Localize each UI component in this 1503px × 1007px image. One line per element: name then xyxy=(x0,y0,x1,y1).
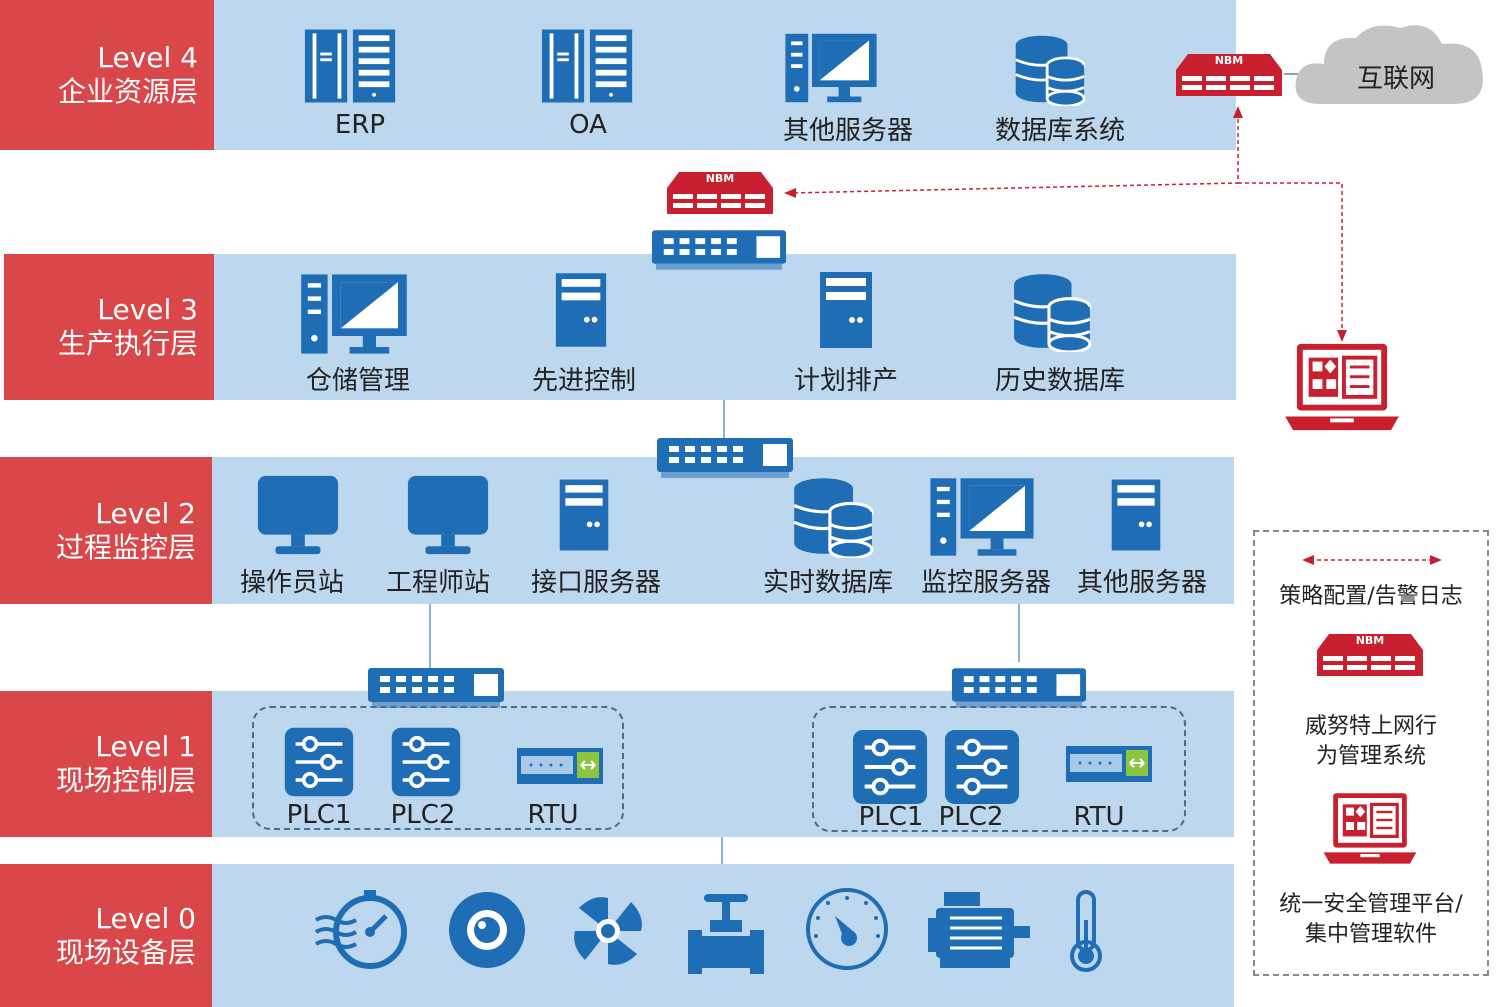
level-1-band xyxy=(212,691,1234,837)
level-0-band xyxy=(212,864,1234,1007)
operator-station-icon xyxy=(254,472,342,560)
level-0-tab: Level 0 现场设备层 xyxy=(0,864,212,1007)
pressure-gauge-icon xyxy=(806,888,888,970)
flow-meter-icon xyxy=(314,890,407,969)
advanced-control-label: 先进控制 xyxy=(531,366,636,396)
level-3-nbm-label: NBM xyxy=(705,172,735,185)
cloud-icon xyxy=(1295,25,1483,104)
plc1-right-icon xyxy=(850,728,930,806)
plc1-left-label: PLC1 xyxy=(286,800,352,830)
database-system-icon xyxy=(1012,32,1086,106)
other-server-label: 其他服务器 xyxy=(782,116,913,146)
level-0-name: 现场设备层 xyxy=(55,935,196,969)
legend-nbm-line2: 为管理系统 xyxy=(1315,744,1426,769)
planning-label: 计划排产 xyxy=(793,366,898,396)
planning-icon xyxy=(816,268,876,352)
history-db-label: 历史数据库 xyxy=(994,366,1125,396)
camera-sensor-icon xyxy=(449,892,525,968)
rtu-right-icon xyxy=(1064,744,1154,784)
rtu-left-icon xyxy=(515,746,605,786)
oa-server-icon xyxy=(540,27,636,105)
level-4-tab: Level 4 企业资源层 xyxy=(0,0,214,150)
plc2-right-label: PLC2 xyxy=(938,802,1004,832)
fan-icon xyxy=(574,897,642,965)
other-server-l2-icon xyxy=(1108,476,1164,554)
rtu-left-label: RTU xyxy=(527,800,579,830)
monitor-server-icon xyxy=(918,474,1046,560)
engineer-station-icon xyxy=(404,472,492,560)
legend-arrow-icon xyxy=(1302,555,1442,565)
plc1-right-label: PLC1 xyxy=(858,802,924,832)
realtime-db-label: 实时数据库 xyxy=(762,568,893,598)
level-2-tab: Level 2 过程监控层 xyxy=(0,457,212,604)
legend-nbm-label: NBM xyxy=(1355,634,1385,647)
internet-nbm-label: NBM xyxy=(1214,54,1244,67)
level-2-number: Level 2 xyxy=(95,496,196,530)
level-0-number: Level 0 xyxy=(95,901,196,935)
plc2-left-icon xyxy=(390,726,462,798)
level-1-number: Level 1 xyxy=(95,730,196,763)
level-3-name: 生产执行层 xyxy=(57,327,198,360)
level-1-right-group xyxy=(812,706,1186,832)
warehouse-label: 仓储管理 xyxy=(305,366,410,396)
level-3-number: Level 3 xyxy=(97,293,198,326)
other-server-l2-label: 其他服务器 xyxy=(1076,568,1207,598)
plc2-left-label: PLC2 xyxy=(390,800,456,830)
level-3-switch-icon xyxy=(650,228,788,272)
oa-label: OA xyxy=(569,110,607,140)
plc2-right-icon xyxy=(942,728,1022,806)
level-1-left-group xyxy=(252,706,624,830)
management-laptop-icon xyxy=(1280,340,1404,438)
legend-mgmt-line2: 集中管理软件 xyxy=(1304,922,1437,947)
rtu-right-label: RTU xyxy=(1073,802,1125,832)
database-system-label: 数据库系统 xyxy=(994,116,1125,146)
thermometer-icon xyxy=(1070,890,1102,972)
level-1-tab: Level 1 现场控制层 xyxy=(0,691,212,837)
legend-box xyxy=(1253,530,1489,976)
realtime-db-icon xyxy=(790,474,874,558)
level-2-band xyxy=(212,457,1234,604)
level-2-switch-icon xyxy=(655,436,795,480)
engineer-station-label: 工程师站 xyxy=(385,568,490,598)
history-db-icon xyxy=(1010,270,1092,352)
level-1-right-switch-icon xyxy=(950,666,1088,710)
erp-label: ERP xyxy=(334,110,386,140)
erp-server-icon xyxy=(303,27,399,105)
monitor-server-label: 监控服务器 xyxy=(920,568,1051,598)
level-4-name: 企业资源层 xyxy=(57,75,198,108)
interface-server-icon xyxy=(556,476,612,554)
operator-station-label: 操作员站 xyxy=(239,568,344,598)
level-4-number: Level 4 xyxy=(97,41,198,74)
level-2-name: 过程监控层 xyxy=(55,530,196,564)
legend-arrow-label: 策略配置/告警日志 xyxy=(1279,584,1463,609)
warehouse-icon xyxy=(294,270,414,358)
legend-laptop-icon xyxy=(1320,790,1420,870)
level-1-name: 现场控制层 xyxy=(55,764,196,797)
level-3-tab: Level 3 生产执行层 xyxy=(4,254,214,400)
interface-server-label: 接口服务器 xyxy=(530,568,661,598)
motor-icon xyxy=(928,892,1030,968)
legend-nbm-line1: 威努特上网行 xyxy=(1304,714,1437,739)
other-server-icon xyxy=(782,30,880,106)
legend-mgmt-line1: 统一安全管理平台/ xyxy=(1279,892,1463,917)
level-1-left-switch-icon xyxy=(366,666,506,710)
internet-label: 互联网 xyxy=(1356,64,1435,94)
plc1-left-icon xyxy=(283,726,355,798)
valve-icon xyxy=(688,894,764,974)
advanced-control-icon xyxy=(552,268,610,352)
